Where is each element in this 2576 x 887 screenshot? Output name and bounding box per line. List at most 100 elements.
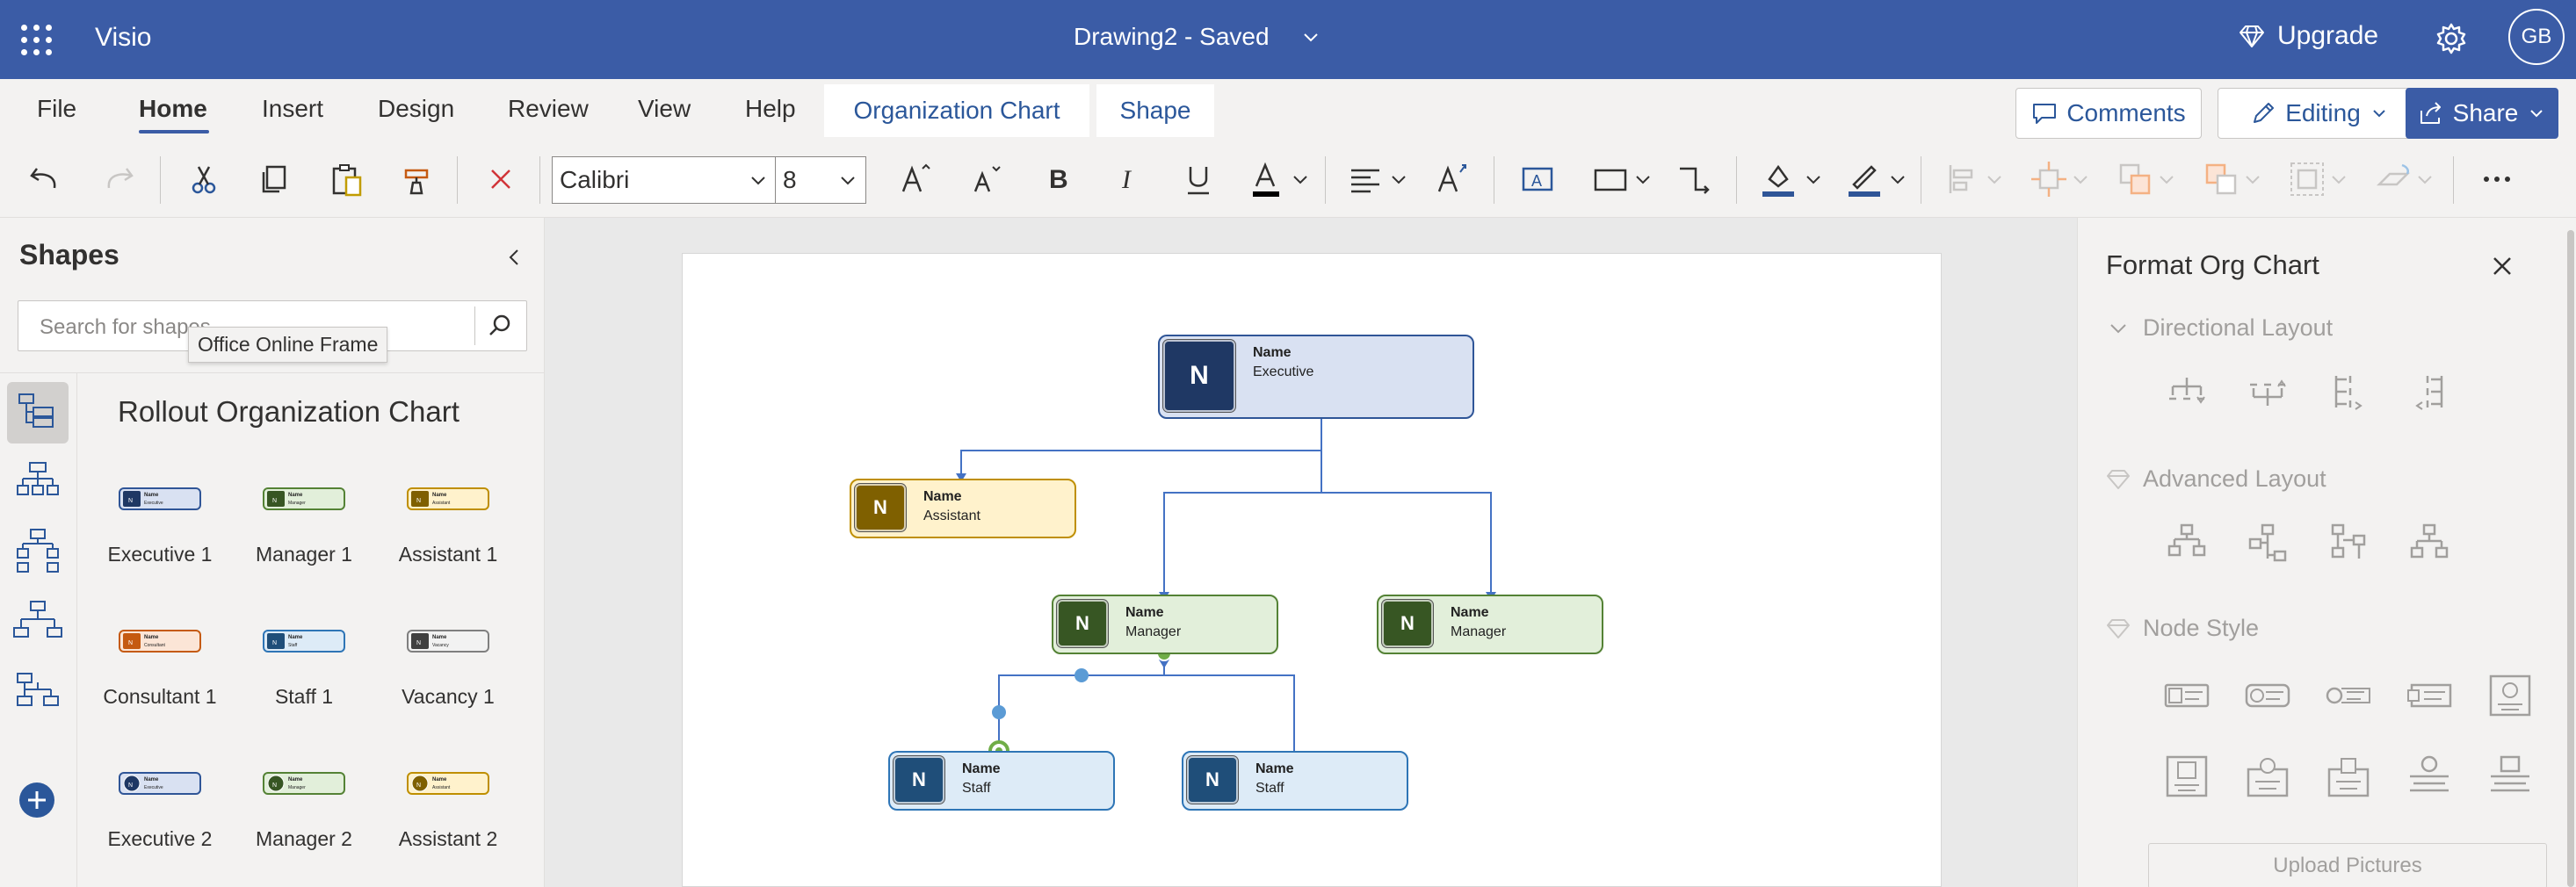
menu-view[interactable]: View: [638, 95, 691, 122]
svg-text:N: N: [272, 640, 277, 646]
chevron-down-icon[interactable]: [1801, 158, 1826, 200]
redo-icon[interactable]: [97, 158, 139, 200]
line-color-icon[interactable]: [1843, 158, 1885, 200]
document-title[interactable]: Drawing2 - Saved: [1074, 23, 1270, 50]
menu-design[interactable]: Design: [378, 95, 455, 122]
stencil-rollout-org-chart-icon[interactable]: [7, 382, 69, 444]
format-painter-icon[interactable]: [395, 158, 438, 200]
menu-insert[interactable]: Insert: [262, 95, 324, 122]
right-panel-scrollbar[interactable]: [2567, 230, 2574, 887]
copy-icon[interactable]: [253, 158, 295, 200]
stencil-hierarchy-icon[interactable]: [7, 452, 69, 514]
svg-text:N: N: [128, 640, 133, 646]
gear-icon[interactable]: [2432, 19, 2471, 58]
format-org-chart-panel: Format Org Chart Directional Layout Adva…: [2077, 218, 2576, 887]
shape-label: Executive 2: [107, 827, 213, 850]
chevron-down-icon[interactable]: [1288, 158, 1313, 200]
align-text-icon[interactable]: [1344, 158, 1386, 200]
tab-organization-chart[interactable]: Organization Chart: [824, 84, 1089, 137]
diamond-icon: [2240, 25, 2264, 47]
chevron-down-icon: [751, 177, 765, 185]
stencil-team-org-icon[interactable]: [7, 593, 69, 654]
menu-home[interactable]: Home: [139, 95, 207, 122]
tab-shape[interactable]: Shape: [1096, 84, 1214, 137]
collapse-panel-icon[interactable]: [501, 244, 527, 270]
cut-icon[interactable]: [183, 158, 225, 200]
pencil-icon: [2254, 103, 2275, 123]
comments-button[interactable]: Comments: [2015, 88, 2202, 139]
menu-help[interactable]: Help: [745, 95, 796, 122]
chevron-down-icon: [2530, 110, 2543, 118]
shape-label: Staff 1: [274, 685, 334, 708]
svg-text:Name: Name: [288, 493, 303, 498]
search-icon[interactable]: [484, 310, 516, 342]
connector-icon[interactable]: [1673, 158, 1715, 200]
font-size-dropdown[interactable]: 8: [775, 156, 866, 204]
more-options-icon[interactable]: [2476, 158, 2518, 200]
chevron-down-icon[interactable]: [1297, 19, 1325, 54]
svg-text:I: I: [1121, 165, 1132, 194]
chevron-down-icon[interactable]: [1386, 158, 1411, 200]
menu-file[interactable]: File: [37, 95, 77, 122]
italic-icon[interactable]: I: [1107, 158, 1149, 200]
connector-handle: [992, 705, 1006, 719]
font-name-dropdown[interactable]: Calibri: [552, 156, 777, 204]
text-rotate-icon[interactable]: [1432, 158, 1474, 200]
app-launcher-icon[interactable]: [19, 23, 54, 58]
font-color-icon[interactable]: [1246, 158, 1288, 200]
svg-text:Name: Name: [432, 635, 447, 640]
undo-icon[interactable]: [25, 158, 67, 200]
node-title: Staff: [1255, 781, 1284, 796]
share-label: Share: [2452, 99, 2519, 126]
chevron-down-icon[interactable]: [1631, 158, 1655, 200]
stencil-title: Rollout Organization Chart: [118, 395, 459, 428]
fill-color-icon[interactable]: [1757, 158, 1799, 200]
svg-text:A: A: [1531, 172, 1542, 190]
node-style-4-icon: [2407, 683, 2452, 708]
paste-icon[interactable]: [325, 158, 367, 200]
shapes-panel-title: Shapes: [19, 239, 119, 270]
toolbar-divider: [1736, 156, 1737, 204]
menu-review[interactable]: Review: [508, 95, 589, 122]
decrease-font-size-icon[interactable]: [966, 158, 1009, 200]
underline-icon[interactable]: [1177, 158, 1219, 200]
section-directional-layout[interactable]: Directional Layout: [2106, 314, 2333, 342]
share-button[interactable]: Share: [2406, 88, 2558, 139]
increase-font-size-icon[interactable]: [896, 158, 938, 200]
text-box-icon[interactable]: A: [1516, 158, 1559, 200]
stencil-vertical-org-icon[interactable]: [7, 523, 69, 584]
connector-lines[interactable]: [683, 254, 1943, 887]
delete-icon[interactable]: [480, 158, 522, 200]
layout-left-right-icon: [2334, 376, 2363, 410]
upgrade-button[interactable]: Upgrade: [2239, 21, 2378, 51]
add-stencil-icon[interactable]: [18, 781, 56, 819]
editing-mode-button[interactable]: Editing: [2218, 88, 2421, 139]
shape-rectangle-icon[interactable]: [1590, 158, 1632, 200]
node-name: Name: [1125, 605, 1164, 620]
stencil-side-org-icon[interactable]: [7, 663, 69, 725]
avatar[interactable]: GB: [2508, 9, 2565, 65]
close-icon[interactable]: [2489, 253, 2515, 279]
bold-icon[interactable]: B: [1037, 158, 1079, 200]
app-name[interactable]: Visio: [95, 23, 152, 52]
chevron-down-icon[interactable]: [1885, 158, 1910, 200]
